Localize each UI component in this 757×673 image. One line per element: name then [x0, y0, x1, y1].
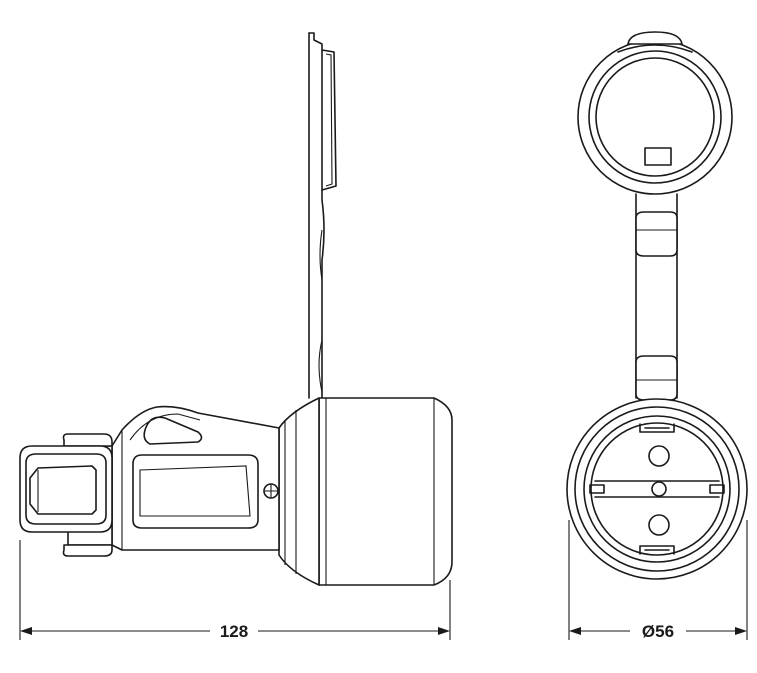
plug-end-side — [19, 433, 113, 557]
housing-taper-side — [278, 397, 320, 586]
length-label: 128 — [220, 622, 248, 641]
dimension-length: 128 — [19, 540, 451, 641]
pin-hole-bottom — [648, 514, 670, 536]
side-view — [19, 32, 453, 586]
pin-hole-top — [648, 445, 670, 467]
front-view — [566, 31, 748, 580]
diameter-label: Ø56 — [642, 622, 674, 641]
pin-hole-center — [651, 481, 667, 497]
grip-recess-top — [143, 416, 203, 445]
socket-front — [566, 398, 748, 580]
screw-icon — [263, 483, 279, 499]
cap-body-side — [318, 397, 453, 586]
lid-front — [577, 31, 733, 195]
grip-section-side — [111, 405, 280, 551]
grip-recess-long — [132, 454, 259, 529]
cap-strap-side — [308, 32, 337, 399]
dimension-diameter: Ø56 — [568, 520, 748, 641]
strap-front — [635, 193, 678, 401]
lid-tab — [644, 147, 672, 166]
